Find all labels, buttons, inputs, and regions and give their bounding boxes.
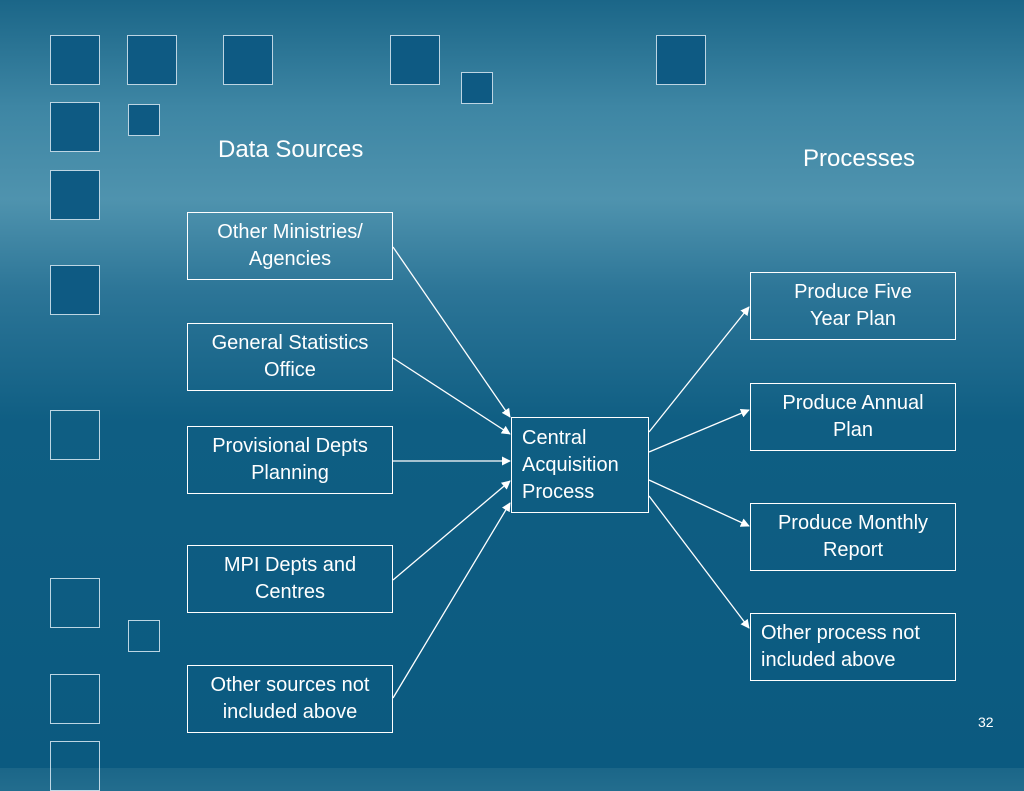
source-label: Provisional Depts Planning xyxy=(212,435,368,484)
source-other-sources: Other sources not included above xyxy=(187,665,393,733)
process-label: Produce Five Year Plan xyxy=(794,281,912,330)
decorative-square xyxy=(128,104,160,136)
decorative-square xyxy=(50,578,100,628)
decorative-square xyxy=(656,35,706,85)
arrow-central-to-annual xyxy=(648,408,750,453)
arrow-central-to-monthly xyxy=(648,479,750,527)
process-annual-plan: Produce Annual Plan xyxy=(750,383,956,451)
decorative-square xyxy=(50,102,100,152)
decorative-square xyxy=(223,35,273,85)
source-label: MPI Depts and Centres xyxy=(223,554,357,603)
process-label: Produce Annual Plan xyxy=(782,392,924,441)
data-sources-heading: Data Sources xyxy=(218,136,364,163)
arrow-gso-to-central xyxy=(392,357,511,435)
process-other: Other process not included above xyxy=(750,613,956,681)
decorative-square xyxy=(50,35,100,85)
source-label: Other sources not included above xyxy=(210,674,370,723)
decorative-square xyxy=(50,170,100,220)
processes-heading: Processes xyxy=(803,145,916,172)
page-number: 32 xyxy=(978,714,994,730)
source-provisional-depts: Provisional Depts Planning xyxy=(187,426,393,494)
arrow-central-to-other-process xyxy=(648,495,750,629)
process-label: Other process not included above xyxy=(761,622,920,671)
connector-arrows xyxy=(392,246,750,699)
process-monthly-report: Produce Monthly Report xyxy=(750,503,956,571)
process-five-year-plan: Produce Five Year Plan xyxy=(750,272,956,340)
arrow-ministries-to-central xyxy=(392,246,511,418)
arrow-central-to-five-year xyxy=(648,306,750,433)
decorative-square xyxy=(127,35,177,85)
decorative-square xyxy=(50,674,100,724)
source-general-statistics: General Statistics Office xyxy=(187,323,393,391)
source-other-ministries: Other Ministries/ Agencies xyxy=(187,212,393,280)
central-label: Central Acquisition Process xyxy=(522,426,619,503)
decorative-square xyxy=(128,620,160,652)
source-mpi-depts: MPI Depts and Centres xyxy=(187,545,393,613)
decorative-square xyxy=(50,265,100,315)
decorative-square xyxy=(390,35,440,85)
source-label: General Statistics Office xyxy=(211,332,369,381)
decorative-square xyxy=(50,410,100,460)
source-label: Other Ministries/ Agencies xyxy=(217,221,363,270)
process-label: Produce Monthly Report xyxy=(777,512,929,561)
arrow-other-sources-to-central xyxy=(392,502,511,699)
decorative-square xyxy=(461,72,493,104)
arrow-mpi-to-central xyxy=(392,480,511,581)
central-acquisition-process: Central Acquisition Process xyxy=(511,417,649,513)
